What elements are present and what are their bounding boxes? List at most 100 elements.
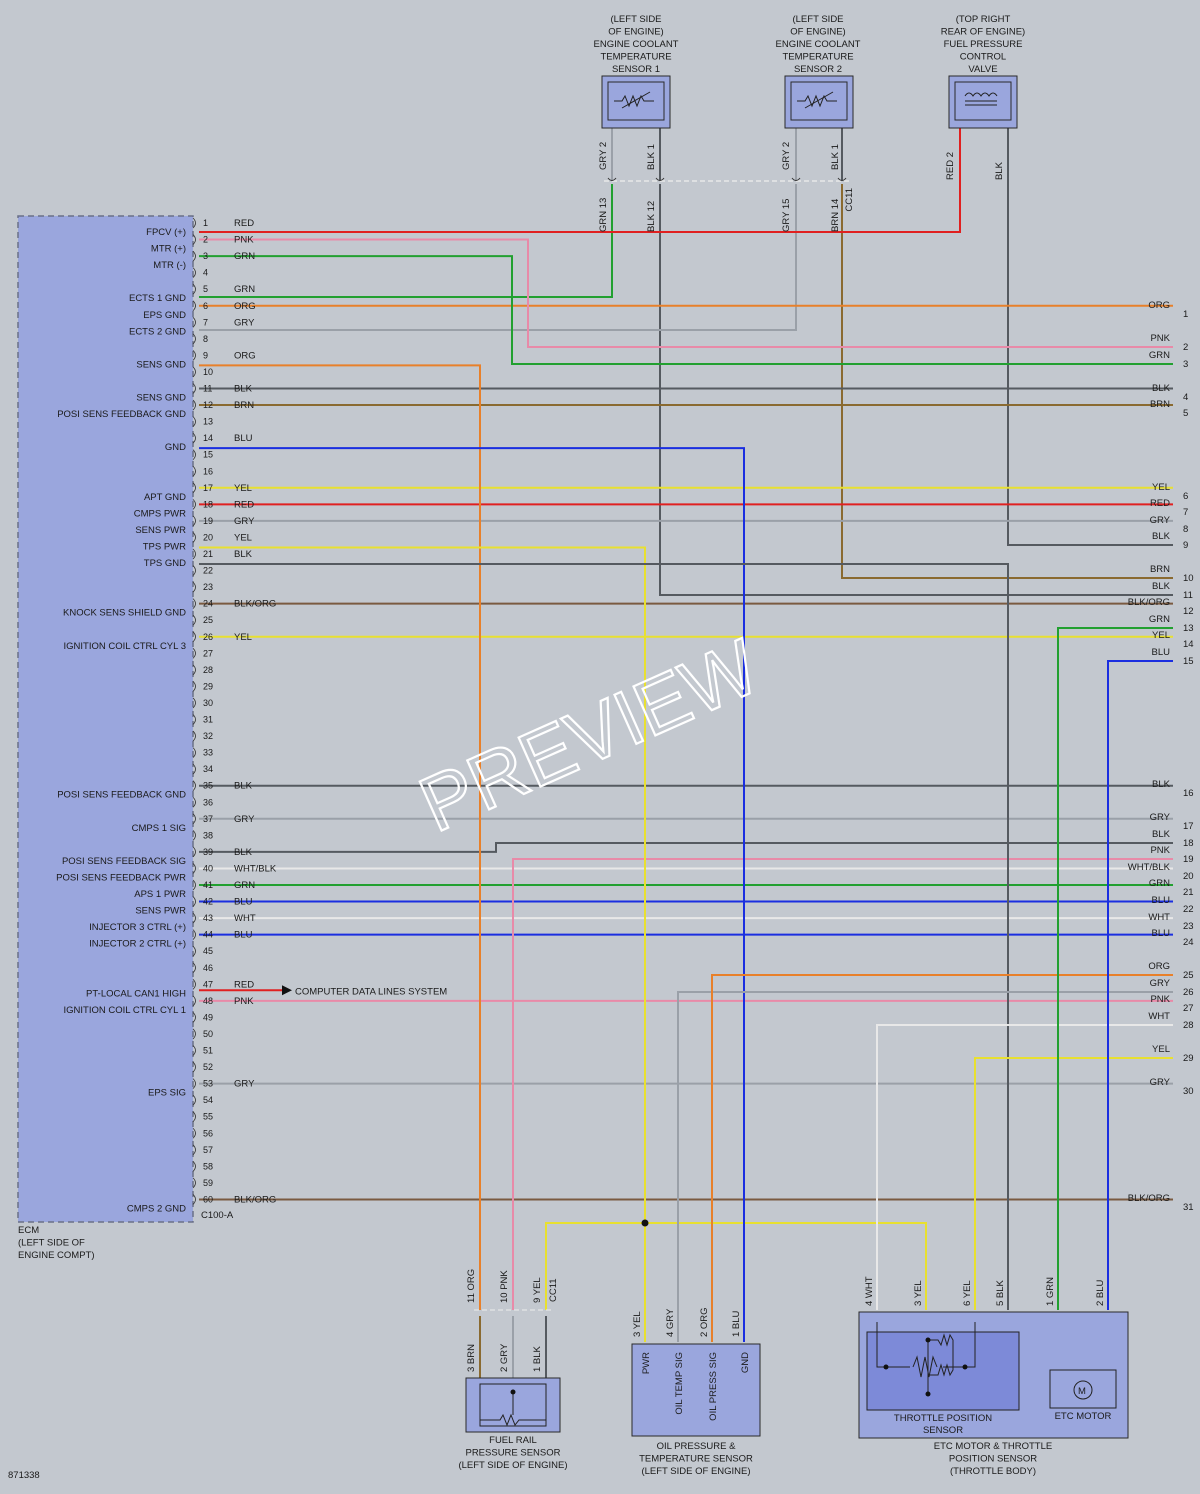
right-wire-color-label: BLK [1152,779,1171,790]
top-wire-label: GRN 13 [598,198,609,232]
ecm-pin-label: ECTS 1 GND [129,293,186,304]
ecm-pin-number: 3 [203,251,208,261]
solenoid-core-symbol [965,100,997,106]
right-wire-color-label: BLK [1152,581,1171,592]
ecm-pin-terminal [192,317,196,328]
top-component-inner [954,81,1012,121]
ecm-pin-terminal [192,912,196,924]
ecm-pin-label: KNOCK SENS SHIELD GND [63,608,186,619]
top-component-label: ENGINE COOLANT [776,39,861,50]
cc11-top-terminal [837,177,847,181]
ecm-pin-terminal [192,399,196,411]
right-terminal-number: 3 [1183,359,1188,370]
ecm-wire-color-label: BRN [234,400,254,411]
top-component-label: SENSOR 1 [612,64,660,75]
wire-ecm-pin-21 [199,563,1009,1310]
splice-dot [641,1219,649,1227]
fuel-rail-inner [479,1383,547,1427]
ecm-pin-terminal [192,863,196,874]
right-terminal-number: 30 [1183,1086,1194,1097]
ecm-pin-number: 6 [203,301,208,311]
wire-yel-5v-bus [545,1222,927,1310]
ecm-pin-terminal [192,499,196,510]
right-wire-color-label: BRN [1150,564,1170,575]
ecm-wire-color-label: WHT/BLK [234,863,277,874]
right-terminal-number: 17 [1183,821,1194,832]
top-wire-label: BLK 12 [646,201,657,232]
ecm-pin-number: 49 [203,1012,213,1022]
wire-fpcv-blk-9 [1007,128,1173,546]
ecm-pin-terminal [192,631,196,643]
ecm-pin-label: POSI SENS FEEDBACK GND [57,409,186,420]
ecm-pin-number: 8 [203,334,208,344]
ecm-pin-terminal [192,1127,196,1139]
ecm-wire-color-label: GRN [234,880,255,891]
right-wire-color-label: PNK [1150,845,1170,856]
ecm-pin-number: 9 [203,350,208,360]
etc-pin-label: 4 WHT [864,1276,875,1306]
ecm-pin-terminal [192,995,196,1007]
top-component-label: (LEFT SIDE [792,14,843,25]
ecm-pin-label: SENS PWR [135,525,186,536]
oil-sensor-label: TEMPERATURE SENSOR [639,1454,753,1465]
wire-yel-29 [974,1057,1173,1310]
ecm-pin-terminal [192,763,196,775]
right-terminal-number: 14 [1183,639,1194,650]
right-wire-color-label: GRY [1150,812,1171,823]
ecm-wire-color-label: BLU [234,897,253,908]
right-terminal-number: 6 [1183,491,1188,502]
ecm-pin-label: EPS SIG [148,1088,186,1099]
ecm-wire-color-label: GRY [234,317,255,328]
cc11-top-terminal [655,177,665,181]
top-component-label: VALVE [968,64,997,75]
right-wire-color-label: YEL [1152,482,1170,493]
top-wire-label: GRY 15 [781,199,792,232]
oil-sensor-pin-label: 4 GRY [665,1308,676,1337]
ecm-pin-number: 4 [203,268,208,278]
right-wire-color-label: ORG [1148,300,1170,311]
etc-pin-label: 2 BLU [1095,1279,1106,1306]
ecm-pin-number: 16 [203,466,213,476]
ecm-pin-number: 15 [203,450,213,460]
oil-sensor-pin-function: OIL TEMP SIG [674,1352,685,1415]
labels-layer: 1234567891011121314151617181920212223242… [18,14,1194,1477]
ecm-pin-terminal [192,1094,196,1106]
ecm-wire-color-label: PNK [234,235,254,246]
right-wire-color-label: BLK [1152,829,1171,840]
right-terminal-number: 9 [1183,540,1188,551]
cc11-top-label: CC11 [844,188,855,212]
ecm-pin-number: 37 [203,814,213,824]
ecm-pin-terminal [192,1144,196,1156]
ecm-pin-terminal [192,565,196,576]
ecm-pin-terminal [192,449,196,460]
fuel-rail-resistor-symbol [480,1392,546,1427]
ecm-pin-terminal [192,780,196,791]
solenoid-coil-symbol [964,92,998,97]
right-terminal-number: 31 [1183,1202,1194,1213]
ecm-pin-number: 48 [203,996,213,1006]
ecm-pin-terminal [192,614,196,626]
components-layer [17,75,1129,1439]
wire-ecm-pin-3 [199,255,1173,365]
right-terminal-number: 21 [1183,887,1194,898]
ecm-pin-terminal [192,1028,196,1040]
right-terminal-number: 23 [1183,921,1194,932]
tps-node [925,1391,931,1397]
ecm-pin-label: INJECTOR 3 CTRL (+) [89,922,186,933]
right-wire-color-label: BLK [1152,383,1171,394]
ecm-wire-color-label: RED [234,979,254,990]
can-arrow-label: COMPUTER DATA LINES SYSTEM [295,986,447,997]
ecm-pin-terminal [192,1045,196,1056]
wire-fpcv-pos [199,128,961,233]
ecm-pin-label: POSI SENS FEEDBACK GND [57,790,186,801]
ecm-wire-color-label: GRY [234,814,255,825]
etc-motor-sub-label: ETC MOTOR [1055,1411,1112,1422]
ecm-pin-terminal [192,929,196,940]
ecm-pin-number: 35 [203,781,213,791]
ecm-pin-label: GND [165,442,186,453]
right-terminal-number: 25 [1183,970,1194,981]
wire-wht-28 [876,1024,1173,1310]
ecm-pin-number: 52 [203,1062,213,1072]
ecm-pin-number: 10 [203,367,213,377]
right-wire-color-label: GRN [1149,350,1170,361]
